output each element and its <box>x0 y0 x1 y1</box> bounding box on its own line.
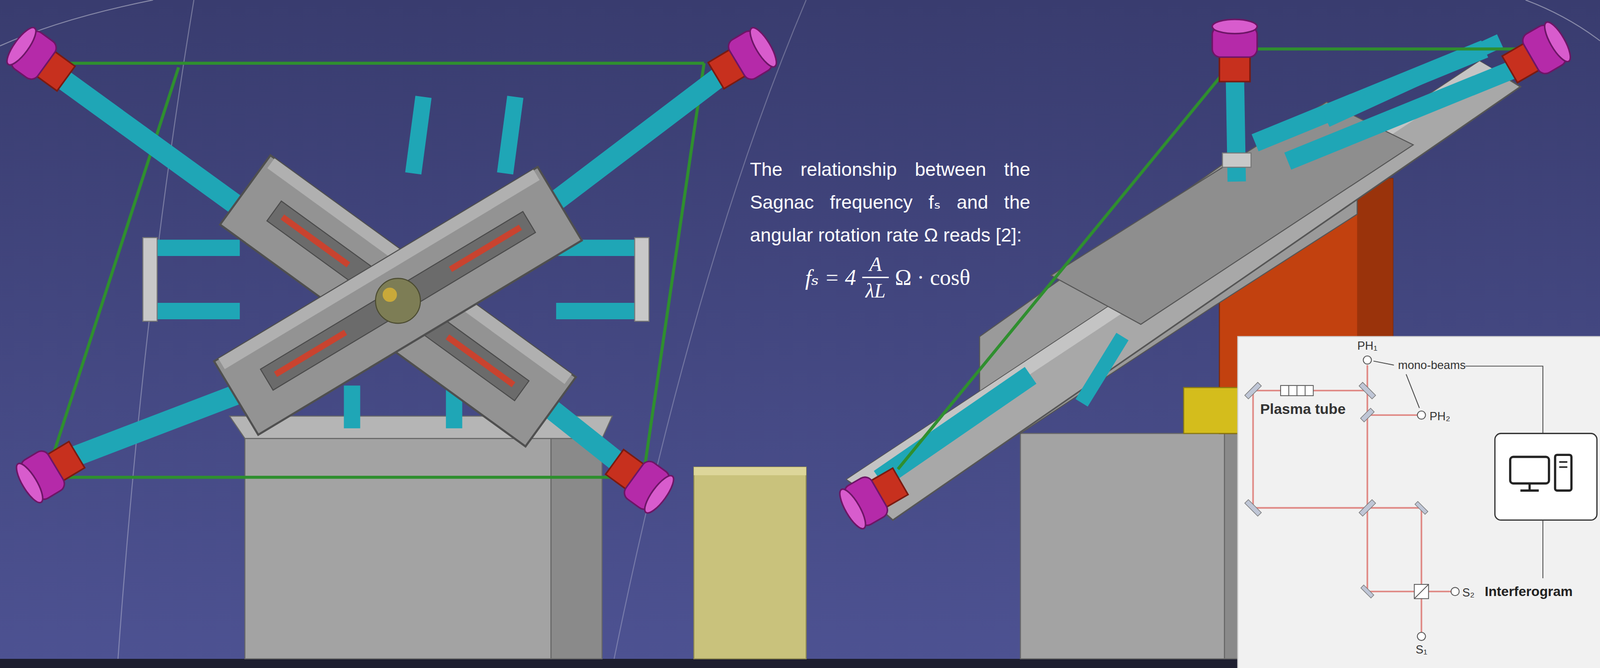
beam-label: mono-beams <box>1398 359 1466 372</box>
faint-arc <box>612 0 807 668</box>
detector-label: S₂ <box>1462 586 1475 600</box>
laser-beams <box>1253 365 1452 633</box>
mirror <box>1244 382 1262 400</box>
combiner-diagonal <box>1414 584 1429 600</box>
mirror-cap <box>1212 19 1258 82</box>
mirror-cap <box>601 444 678 518</box>
detector-label: PH₁ <box>1357 339 1378 353</box>
mirror-cap <box>835 461 912 533</box>
cyan-tube <box>344 385 361 429</box>
center-block <box>375 278 421 324</box>
cyan-tube <box>413 97 424 174</box>
monitor-icon <box>1510 457 1549 484</box>
formula-term: fₛ = 4 <box>805 265 856 290</box>
cyan-tube <box>153 239 240 257</box>
center-part <box>382 287 398 303</box>
cyan-tube <box>1326 40 1500 121</box>
mirror-cap <box>1498 18 1575 89</box>
frame-rod <box>45 475 653 479</box>
component-label: Plasma tube <box>1260 401 1346 418</box>
leader-line <box>1373 360 1394 365</box>
computer-box <box>1495 433 1598 520</box>
cyan-tube <box>535 71 727 217</box>
pedestal-side <box>550 433 603 660</box>
pedestal <box>1020 433 1225 660</box>
pedestal <box>245 433 551 660</box>
mirror <box>1244 499 1262 517</box>
mirror <box>1414 501 1428 515</box>
annotation-text: The relationship between the Sagnac freq… <box>749 153 1031 252</box>
detector-label: PH₂ <box>1429 410 1451 423</box>
laser-beam <box>1367 414 1418 417</box>
cyan-tube <box>504 97 516 174</box>
mirror-cap <box>704 24 781 95</box>
photodiode <box>1451 587 1460 596</box>
clamp <box>1222 153 1252 168</box>
laser-beam <box>1367 508 1422 592</box>
frame-rod <box>897 53 1240 470</box>
yellow-box <box>693 467 807 660</box>
tower-icon <box>1555 455 1572 491</box>
frame-rod <box>1239 47 1531 51</box>
frame-rod <box>56 61 705 65</box>
tower-slot <box>1559 466 1568 468</box>
detector-label: S₁ <box>1415 643 1428 657</box>
beam-splitter <box>1358 499 1376 517</box>
ring-cross <box>214 155 582 447</box>
formula-numerator: A <box>869 253 882 276</box>
photodiode <box>1417 632 1426 641</box>
mirror-cap <box>2 23 80 97</box>
cyan-tube <box>556 302 638 320</box>
cyan-tube <box>153 302 240 320</box>
clamp <box>143 237 158 322</box>
cyan-tube <box>1081 336 1123 404</box>
signal-wire <box>1542 520 1544 579</box>
tube-electrode <box>1296 385 1298 396</box>
mirror-cap <box>12 435 89 507</box>
photodiode <box>1417 411 1426 420</box>
cross-arm <box>214 167 582 435</box>
signal-wire <box>1465 366 1543 434</box>
yellow-box-top <box>693 467 807 476</box>
inset-panel <box>1237 336 1600 668</box>
laser-beam <box>1253 390 1368 509</box>
mirror <box>1358 382 1376 400</box>
output-label: Interferogram <box>1484 584 1573 600</box>
tube-electrode <box>1288 385 1290 396</box>
cyan-tube <box>73 385 260 458</box>
pickoff-mirror <box>1360 408 1374 422</box>
formula-denominator: λL <box>865 279 886 303</box>
mirror <box>1360 585 1374 599</box>
formula-term: Ω · cosθ <box>894 265 971 290</box>
photodiode <box>1363 356 1372 365</box>
fraction-bar <box>862 276 889 279</box>
clamp <box>634 237 649 322</box>
combiner-cube <box>1414 584 1429 600</box>
monitor-stand <box>1520 489 1539 492</box>
plasma-tube-symbol <box>1280 385 1314 396</box>
faint-arc <box>117 0 194 668</box>
tube-electrode <box>1304 385 1306 396</box>
laser-beam <box>1367 508 1422 592</box>
tower-slot <box>1559 461 1568 463</box>
leader-line <box>1406 374 1420 409</box>
cyan-tube <box>63 79 261 223</box>
